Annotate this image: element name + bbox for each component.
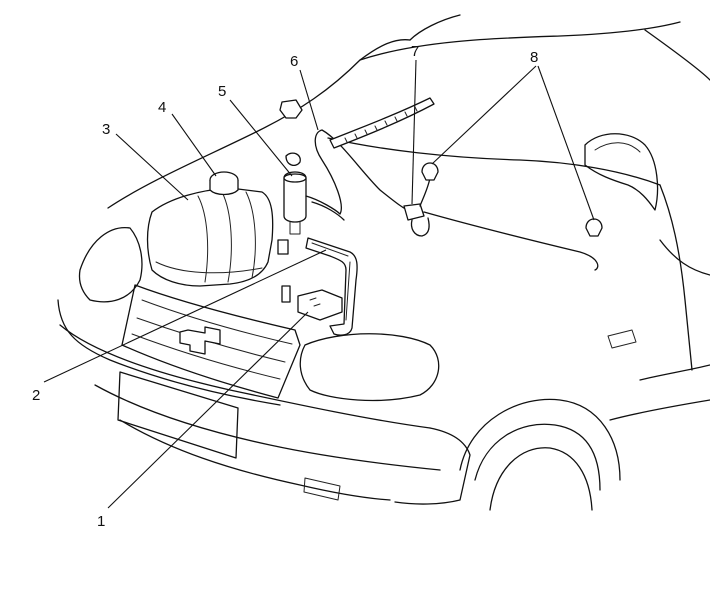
windshield-frame	[359, 21, 681, 61]
pump-connector	[289, 221, 301, 235]
grille-bar-1	[141, 299, 293, 345]
leader-2	[43, 249, 327, 383]
a-pillar-right	[644, 29, 710, 81]
harness-line-1	[311, 242, 349, 257]
washer-hose-2	[311, 201, 345, 221]
washer-nozzle-left	[421, 162, 439, 181]
hose-to-right-nozzle	[423, 211, 599, 271]
callout-6: 6	[290, 53, 298, 70]
leader-8a	[431, 65, 537, 165]
tee-branch-down	[410, 217, 430, 237]
side-mirror-inner	[594, 142, 641, 153]
wheel-arch-inner	[474, 423, 601, 491]
callout-3: 3	[102, 121, 110, 138]
hose-to-left-nozzle	[419, 177, 431, 207]
bracket-slot	[309, 297, 321, 307]
side-marker	[607, 329, 637, 349]
leader-1	[107, 311, 309, 509]
leader-6	[299, 69, 319, 131]
pump-top	[283, 173, 307, 183]
reservoir-base	[155, 261, 263, 274]
washer-reservoir	[146, 187, 274, 287]
pump-bracket	[297, 289, 343, 321]
headlamp-right	[299, 333, 440, 402]
bumper-top	[59, 324, 431, 429]
headlamp-left	[78, 227, 143, 303]
fog-lamp	[303, 477, 341, 501]
callout-labels: 1 2 3 4 5 6 7 8	[32, 43, 538, 530]
leader-3	[115, 133, 189, 201]
badge-emblem	[179, 326, 221, 355]
cable-tie	[329, 97, 435, 149]
callout-8: 8	[530, 49, 538, 66]
wiring-harness	[305, 237, 358, 336]
pump-small-clip	[277, 239, 289, 255]
leader-5	[229, 99, 293, 177]
leader-4	[171, 113, 217, 177]
reservoir-cap-body	[209, 180, 239, 196]
reservoir-rib-3	[245, 191, 256, 279]
callout-5: 5	[218, 83, 226, 100]
cowl-line	[327, 137, 661, 186]
bumper-right	[394, 427, 471, 505]
tire	[489, 447, 593, 511]
pump-grommet	[285, 152, 301, 167]
wheel-arch	[459, 398, 621, 481]
washer-nozzle-right	[585, 218, 603, 237]
vehicle-body	[57, 14, 710, 511]
leader-8b	[537, 65, 595, 221]
leader-lines	[43, 59, 595, 509]
harness-line-2	[345, 261, 351, 321]
callout-7: 7	[411, 43, 419, 60]
callout-2: 2	[32, 387, 40, 404]
grille-frame	[121, 284, 301, 399]
license-plate-recess	[117, 371, 239, 459]
tee-connector	[403, 203, 425, 221]
hose-clip-top	[279, 99, 303, 119]
a-pillar-left	[409, 14, 461, 41]
bumper-lower	[94, 384, 441, 471]
grille-bar-3	[131, 333, 281, 380]
door-line-lower	[609, 399, 710, 421]
washer-system	[146, 97, 603, 336]
washer-hose	[305, 129, 413, 215]
callout-1: 1	[97, 513, 105, 530]
side-body-line	[659, 239, 710, 276]
callout-4: 4	[158, 99, 166, 116]
bumper-bottom	[119, 419, 391, 501]
side-mirror	[584, 133, 659, 211]
right-fender-top	[659, 184, 693, 371]
cable-tie-teeth	[344, 106, 418, 143]
leader-7	[411, 59, 417, 205]
hood-outline	[107, 39, 411, 209]
door-line	[639, 364, 710, 381]
front-left-panel	[57, 299, 281, 406]
bracket-bolt	[281, 285, 291, 303]
